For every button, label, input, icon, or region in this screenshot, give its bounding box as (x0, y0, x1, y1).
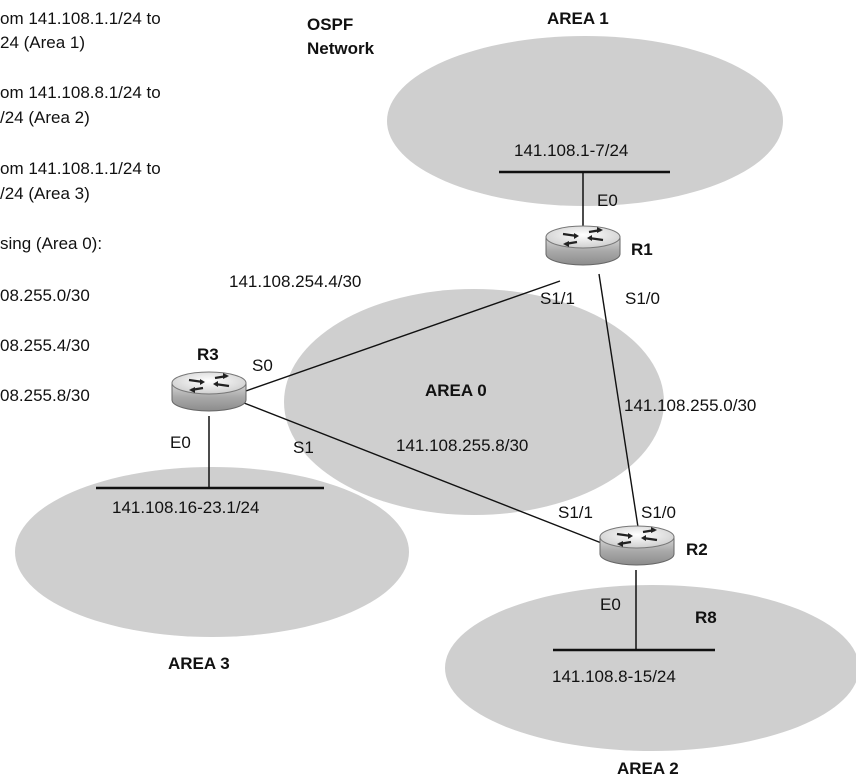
r3-r2-link-label: 141.108.255.8/30 (396, 436, 529, 455)
router-icon (170, 370, 248, 413)
r3-s1-label: S1 (293, 438, 314, 457)
r3-e0-label: E0 (170, 433, 191, 452)
legend-area0-net1: 08.255.0/30 (0, 286, 90, 305)
legend-area3-line2: /24 (Area 3) (0, 184, 90, 203)
legend-area3-line1: om 141.108.1.1/24 to (0, 159, 161, 178)
legend-area1-line2: 24 (Area 1) (0, 33, 86, 52)
legend-area0-net2: 08.255.4/30 (0, 336, 90, 355)
router-r3-label: R3 (197, 345, 219, 364)
area3-label: AREA 3 (168, 654, 230, 673)
legend-area0-heading: sing (Area 0): (0, 234, 103, 253)
area1-label: AREA 1 (547, 9, 609, 28)
r3-s0-label: S0 (252, 356, 273, 375)
r3-r1-link-label: 141.108.254.4/30 (229, 272, 362, 291)
legend-area0-net3: 08.255.8/30 (0, 386, 90, 405)
legend-area2-line2: /24 (Area 2) (0, 108, 90, 127)
area0-label: AREA 0 (425, 381, 487, 400)
router-r2-label: R2 (686, 540, 708, 559)
diagram-title-line1: OSPF (307, 15, 354, 34)
area3-cloud (15, 467, 409, 637)
r2-s1-0-label: S1/0 (641, 503, 676, 522)
area0-cloud (284, 289, 664, 515)
r2-s1-1-label: S1/1 (558, 503, 593, 522)
r1-r2-link-label: 141.108.255.0/30 (624, 396, 757, 415)
area2-cloud (445, 585, 856, 751)
r1-s1-0-label: S1/0 (625, 289, 660, 308)
legend-area2-line1: om 141.108.8.1/24 to (0, 83, 161, 102)
router-icon (544, 224, 622, 267)
area1-lan-label: 141.108.1-7/24 (514, 141, 629, 160)
area2-lan-label: 141.108.8-15/24 (552, 667, 676, 686)
r2-e0-label: E0 (600, 595, 621, 614)
area1-cloud (387, 36, 783, 206)
router-icon (598, 524, 676, 567)
link-r3-r1 (242, 280, 561, 393)
r1-e0-label: E0 (597, 191, 618, 210)
diagram-title-line2: Network (307, 39, 375, 58)
router-r8-label: R8 (695, 608, 717, 627)
router-r1-label: R1 (631, 240, 653, 259)
area3-lan-label: 141.108.16-23.1/24 (112, 498, 260, 517)
legend-area1-line1: om 141.108.1.1/24 to (0, 9, 161, 28)
link-r1-r2 (598, 273, 639, 528)
r1-s1-1-label: S1/1 (540, 289, 575, 308)
area2-label: AREA 2 (617, 759, 679, 778)
link-r3-r2 (243, 402, 605, 545)
